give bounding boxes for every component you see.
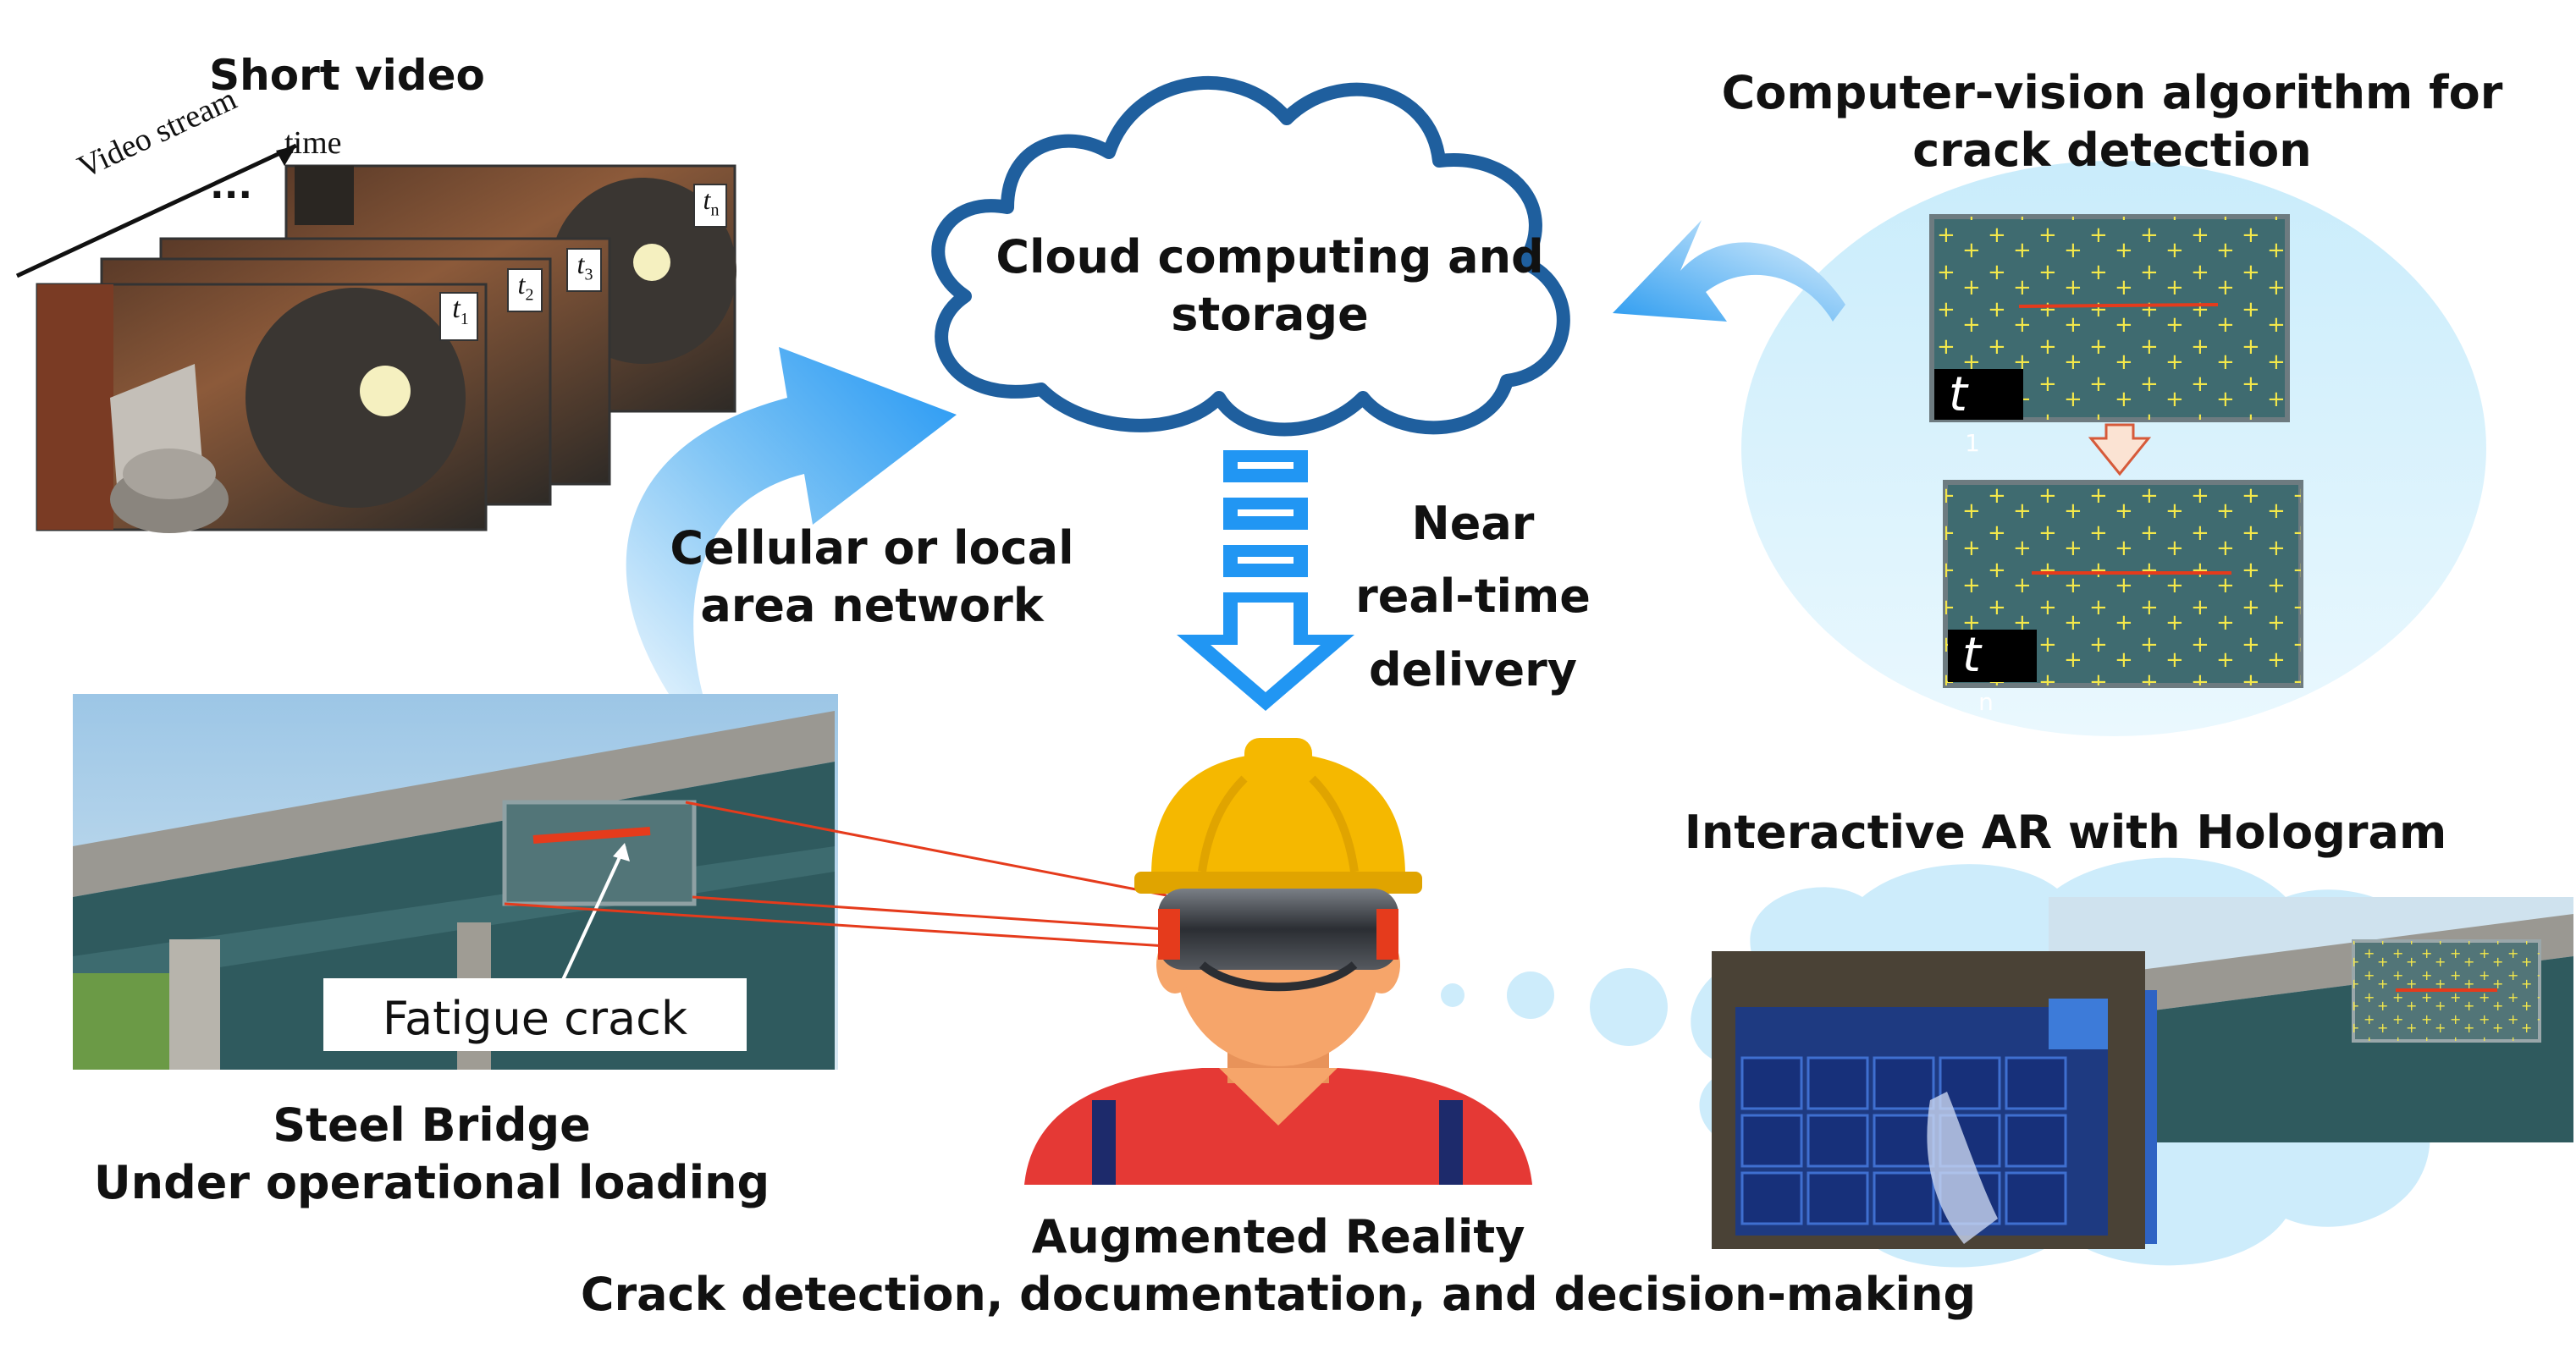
delivery-arrow-icon [1177,450,1354,711]
cv-t1-label: t [1949,367,1967,422]
sight-lines [504,801,1167,948]
helmet-worker-icon [1024,738,1532,1185]
cloud-label: Cloud computing and storage [996,230,1544,341]
ar-caption: Augmented Reality Crack detection, docum… [580,1210,1977,1321]
frame-t1-label: t1 [452,293,469,328]
bridge-label: Steel Bridge Under operational loading [93,1098,770,1209]
ar-hologram-screenshot [1712,951,2157,1249]
cv-panel-t1 [1929,214,2290,422]
network-label: Cellular or local area network [670,521,1074,632]
network-arrow-icon [626,347,957,694]
fatigue-crack-label: Fatigue crack [382,992,688,1045]
cv-bubble [1613,161,2486,736]
cv-title: Computer-vision algorithm for crack dete… [1721,66,2503,177]
thought-dots [1441,968,1668,1046]
cv-panel-tn [1943,480,2303,688]
frame-tn-label: tn [703,184,720,220]
frame-t2-label: t2 [517,269,534,305]
cloud-icon [931,75,1570,437]
frame-t3-label: t3 [576,249,593,284]
video-stream-arrow [15,143,298,278]
frame-t1 [36,283,488,533]
ar-headset-icon [1158,889,1398,992]
bridge-photo [73,694,838,1070]
delivery-label: Near real-time delivery [1355,497,1591,696]
ar-hologram-title: Interactive AR with Hologram [1684,806,2447,859]
ellipsis-label: ... [210,164,253,207]
cv-t1-sub: 1 [1965,429,1980,457]
cv-tn-label: t [1962,628,1981,683]
ar-cloud [1691,857,2573,1268]
video-frames [36,164,736,533]
cv-tn-sub: n [1978,688,1994,716]
time-label: time [284,125,342,161]
short-video-title: Short video [209,51,485,100]
